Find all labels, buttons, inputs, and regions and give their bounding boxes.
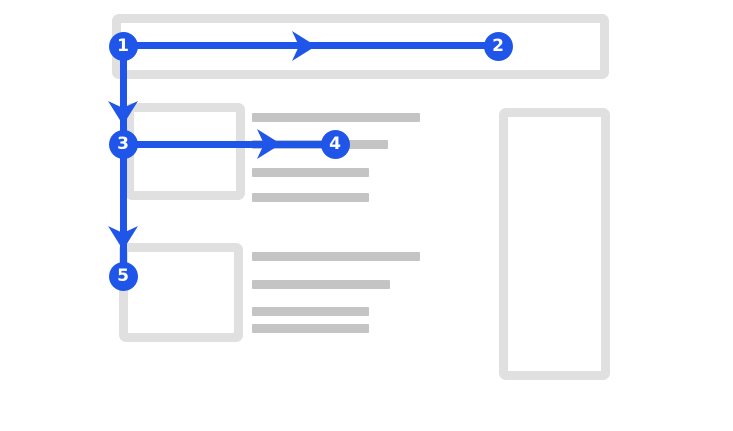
step-badge-5[interactable]: 5 — [108, 261, 138, 291]
step-badge-1[interactable]: 1 — [108, 31, 138, 61]
thumbnail-bottom — [119, 243, 243, 342]
connector-1-to-3-line — [119, 46, 127, 144]
text-line — [252, 307, 369, 316]
step-badge-4[interactable]: 4 — [320, 129, 350, 159]
text-line — [252, 324, 369, 333]
text-line — [252, 280, 390, 289]
connector-3-to-5-line — [119, 144, 127, 276]
text-line — [252, 113, 420, 122]
connector-3-to-4-line — [123, 140, 333, 148]
text-line — [252, 168, 369, 177]
step-badge-3[interactable]: 3 — [108, 129, 138, 159]
text-line — [252, 193, 369, 202]
right-panel — [499, 108, 610, 380]
step-badge-2[interactable]: 2 — [483, 31, 513, 61]
text-line — [252, 252, 420, 261]
